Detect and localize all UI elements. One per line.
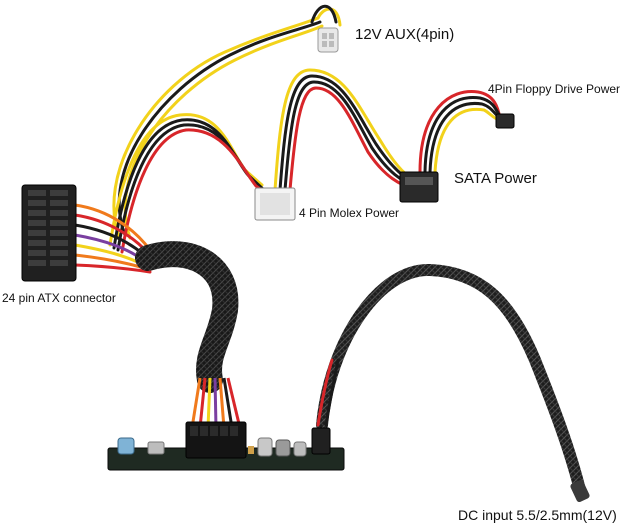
braided-sleeve-main: [135, 241, 239, 393]
molex-cable: [108, 113, 272, 254]
pcb-fanout-wires: [190, 377, 242, 429]
label-molex-power: 4 Pin Molex Power: [299, 206, 400, 220]
pcb-board: [107, 421, 345, 471]
dc-input-plug: [570, 479, 590, 503]
aux-12v-cable: [112, 4, 342, 242]
atx-24pin-connector: [21, 184, 77, 282]
floppy-connector: [495, 113, 515, 129]
label-floppy-power: 4Pin Floppy Drive Power: [488, 82, 621, 96]
molex-connector: [254, 187, 296, 221]
sata-connector: [399, 171, 439, 203]
label-12v-aux: 12V AUX(4pin): [355, 26, 455, 43]
label-sata-power: SATA Power: [454, 170, 537, 187]
floppy-cable: [418, 90, 508, 174]
label-atx-connector: 24 pin ATX connector: [2, 291, 116, 305]
label-dc-input: DC input 5.5/2.5mm(12V): [458, 507, 617, 523]
aux-12v-connector: [317, 27, 339, 53]
dc-input-cable: [316, 263, 586, 496]
molex-to-sata-cable: [273, 68, 420, 192]
